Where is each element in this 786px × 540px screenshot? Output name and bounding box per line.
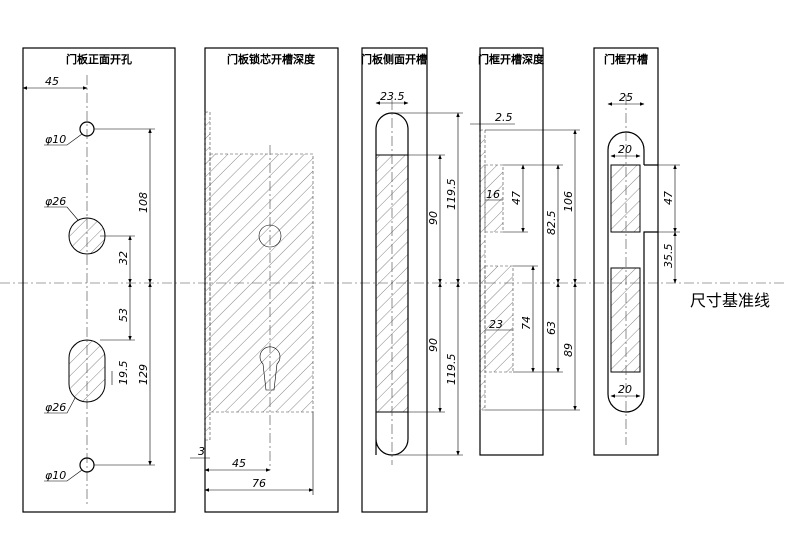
dim-label: 20 [618, 143, 632, 156]
dim-label: 3 [198, 445, 205, 458]
dim-label: 23.5 [380, 90, 405, 103]
dim-label: 32 [117, 251, 130, 265]
dim-label: 106 [562, 191, 575, 212]
dim-label: 76 [252, 477, 266, 490]
dim-label: 74 [520, 316, 533, 330]
dim-label: 119.5 [445, 179, 458, 211]
dim-label: φ26 [45, 195, 66, 208]
dim-label: 45 [232, 457, 246, 470]
dim-label: 90 [427, 211, 440, 225]
dim-label: 23 [489, 318, 503, 331]
dim-label: 25 [619, 91, 633, 104]
dim-label: 53 [117, 308, 130, 322]
dim-label: 45 [45, 75, 59, 88]
dim-label: 47 [510, 191, 523, 205]
dim-label: 82.5 [545, 211, 558, 236]
panel-title: 门框开槽深度 [478, 52, 545, 66]
panel-frame-slot-depth: 门框开槽深度 2.5 16 23 47 74 82.5 63 106 89 [470, 47, 580, 456]
dim-label: 20 [618, 383, 632, 396]
dim-label: 47 [662, 191, 675, 205]
hole-26 [68, 217, 106, 255]
panel-title: 门板锁芯开槽深度 [227, 52, 316, 66]
dim-label: φ10 [45, 469, 66, 482]
reference-line-label: 尺寸基准线 [690, 291, 770, 310]
dim-label: 2.5 [495, 111, 513, 124]
dim-label: 119.5 [445, 354, 458, 386]
dim-label: 108 [137, 192, 150, 213]
dim-label: 16 [486, 188, 500, 201]
panel-title: 门板正面开孔 [66, 52, 132, 66]
panel-title: 门板侧面开槽 [361, 52, 427, 66]
dim-label: 63 [545, 321, 558, 335]
dim-label: φ26 [45, 401, 66, 414]
slot-oval [68, 339, 106, 403]
dim-label: 129 [137, 364, 150, 385]
panel-frame-slot: 门框开槽 25 20 20 47 35.5 [593, 47, 680, 456]
dim-label: φ10 [45, 133, 66, 146]
panel-title: 门框开槽 [604, 52, 648, 66]
panel-lock-core-depth: 门板锁芯开槽深度 3 45 76 [190, 47, 339, 513]
dim-label: 90 [427, 338, 440, 352]
panel-door-front-holes: 门板正面开孔 45 108 32 53 19.5 129 φ10 φ26 φ26… [22, 47, 176, 513]
panel-door-side-slot: 门板侧面开槽 23.5 90 90 119.5 119.5 [361, 47, 463, 513]
dim-label: 35.5 [662, 244, 675, 269]
dim-label: 89 [562, 343, 575, 357]
dim-label: 19.5 [117, 361, 130, 386]
